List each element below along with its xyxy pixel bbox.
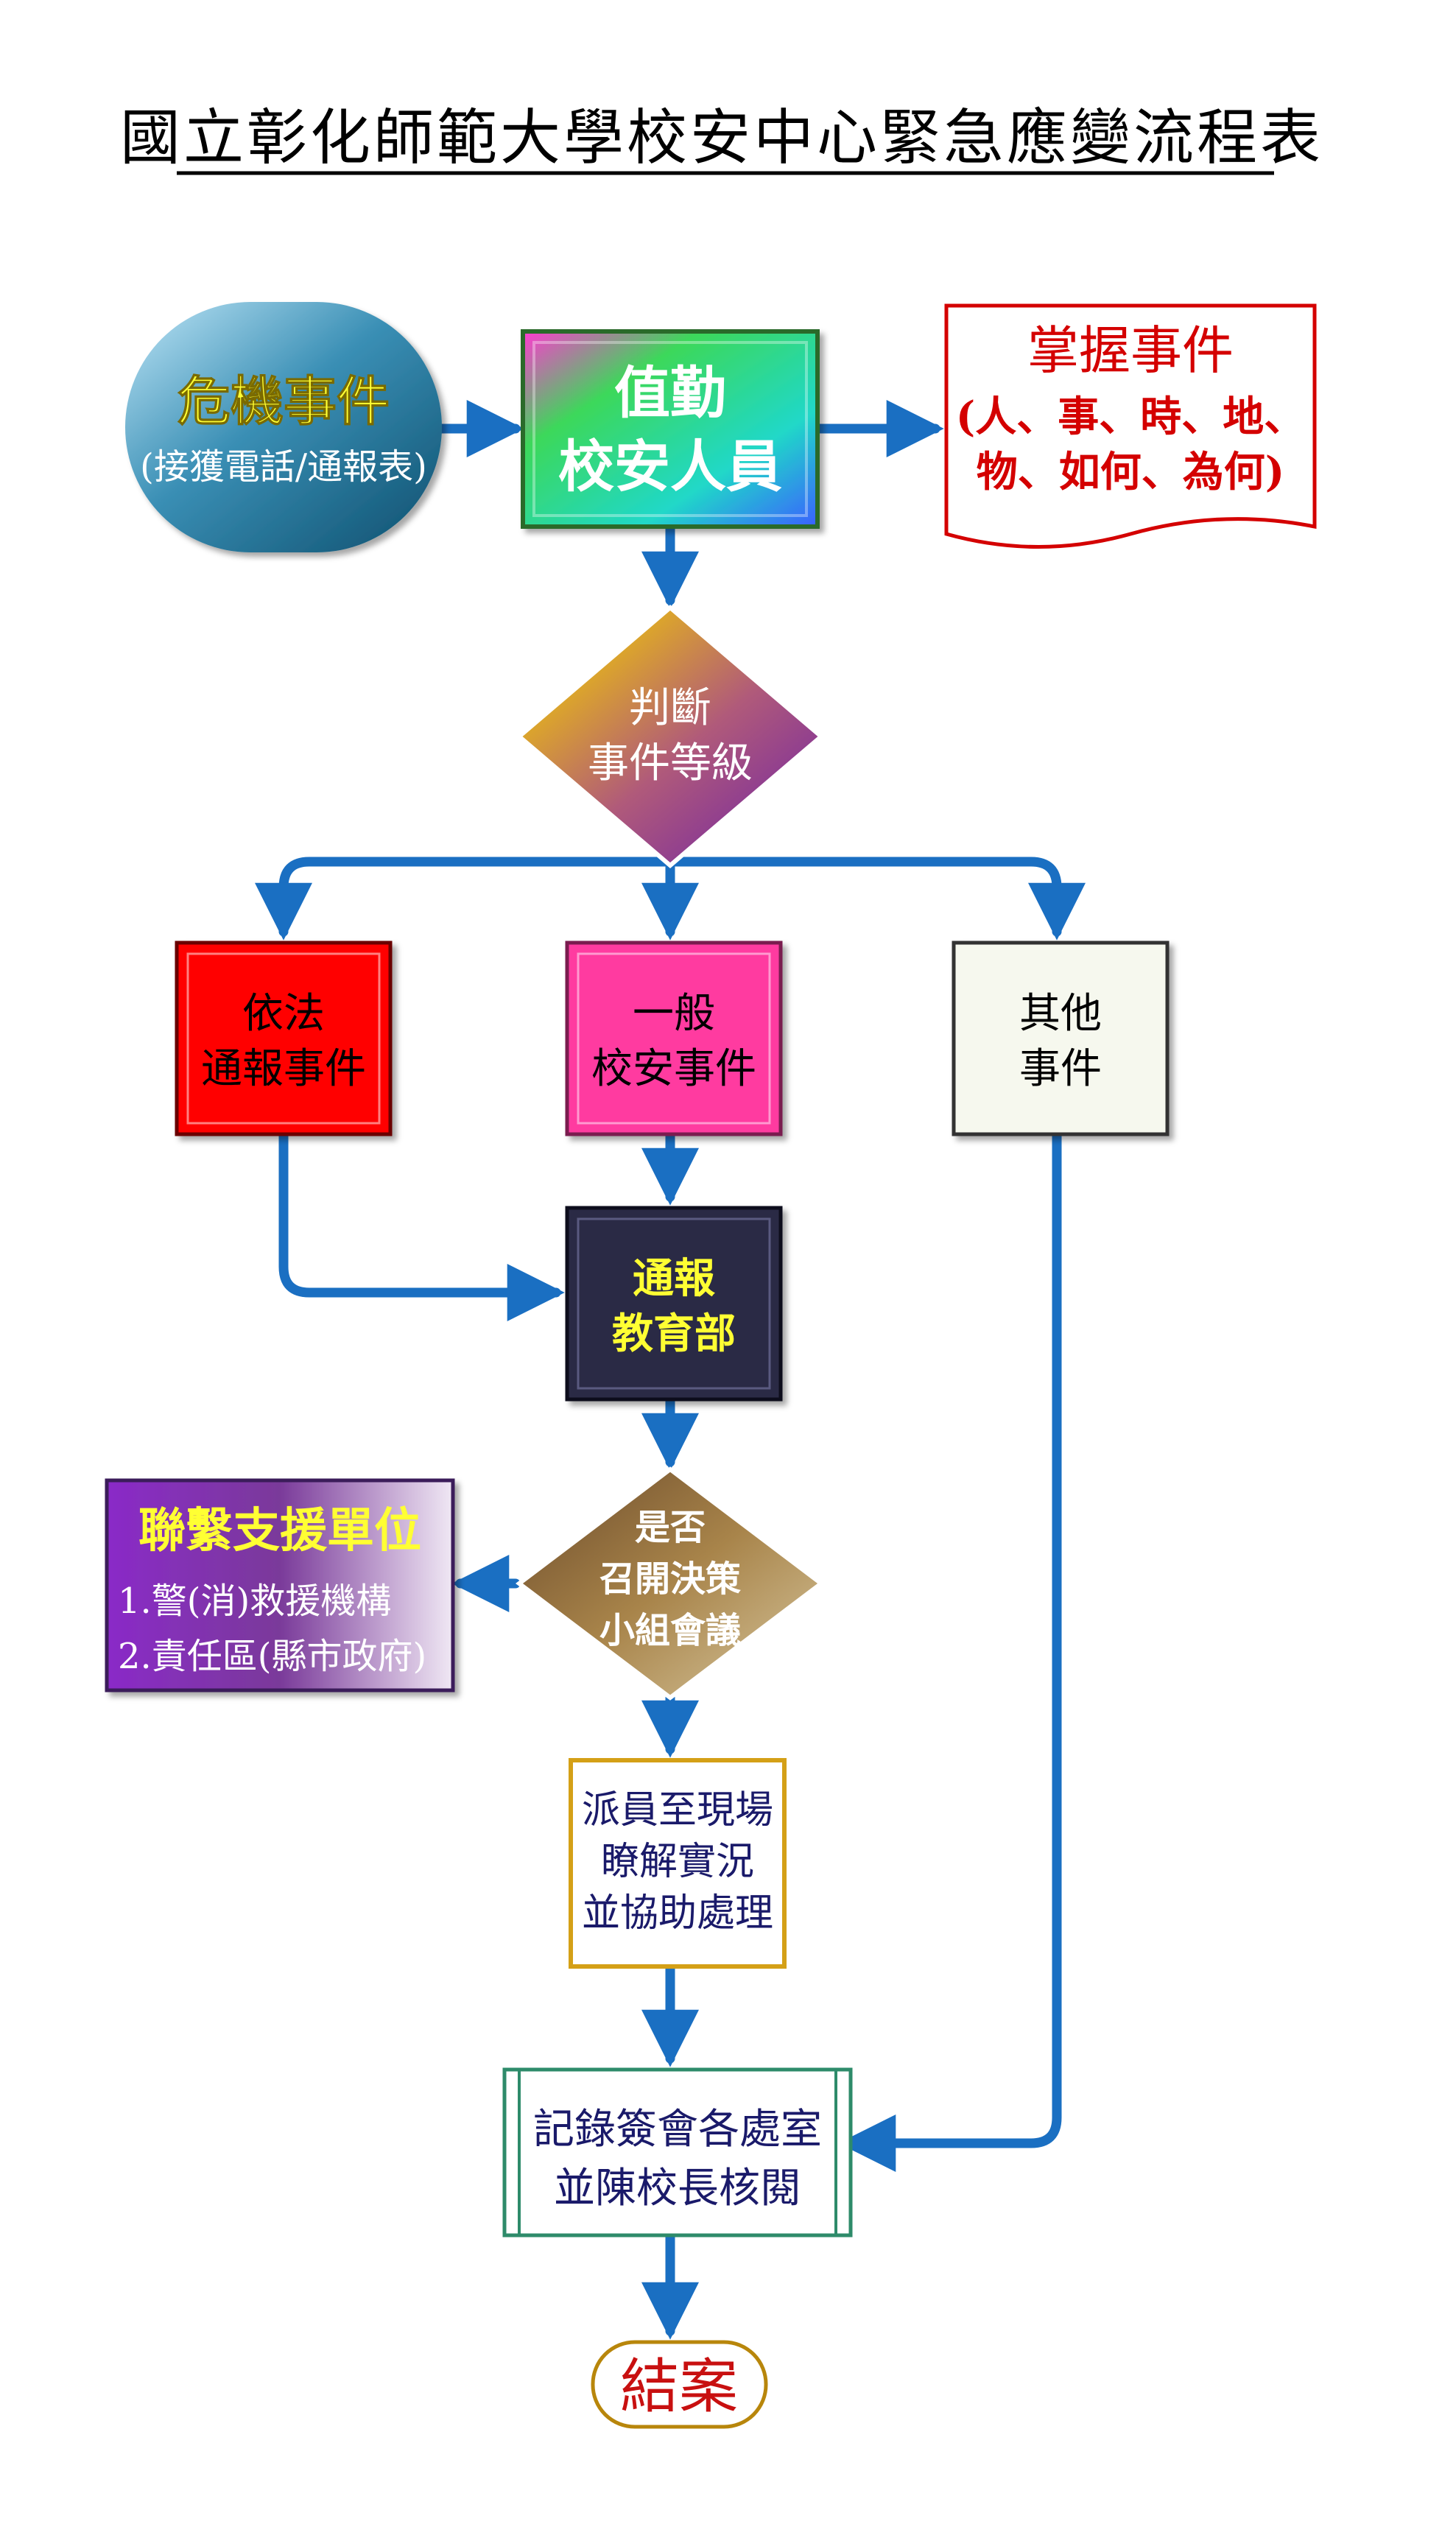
node-support-units: 聯繫支援單位 1.警(消)救援機構 2.責任區(縣市政府) <box>105 1478 455 1692</box>
general-line2: 校安事件 <box>591 1045 756 1093</box>
grasp-title: 掌握事件 <box>1027 320 1234 381</box>
arrow-judge-to-legal <box>255 820 675 941</box>
arrow-other-to-record <box>838 1129 1062 2172</box>
node-other-event: 其他 事件 <box>952 941 1170 1136</box>
arrow-judge-to-other <box>665 857 1086 941</box>
decide-line1: 是否 <box>635 1507 706 1548</box>
node-legal-report: 依法 通報事件 <box>175 941 393 1136</box>
node-duty-officer: 值勤 校安人員 <box>521 329 820 529</box>
node-close-case: 結案 <box>591 2340 768 2429</box>
notify-line1: 通報 <box>633 1255 715 1303</box>
support-item2: 2.責任區(縣市政府) <box>118 1636 426 1677</box>
node-crisis-event: 危機事件 (接獲電話/通報表) <box>125 302 442 552</box>
crisis-sub: (接獲電話/通報表) <box>140 446 427 488</box>
node-notify-moe: 通報 教育部 <box>565 1206 783 1402</box>
dispatch-line2: 瞭解實況 <box>601 1840 754 1884</box>
node-judge-level: 判斷 事件等級 <box>516 605 825 868</box>
record-line2: 並陳校長核閱 <box>554 2165 801 2212</box>
dispatch-line3: 並協助處理 <box>582 1891 773 1936</box>
duty-line1: 值勤 <box>614 360 726 426</box>
decide-line3: 小組會議 <box>599 1610 741 1651</box>
node-decision-meeting: 是否 召開決策 小組會議 <box>516 1466 825 1701</box>
other-line1: 其他 <box>1019 990 1102 1038</box>
general-line1: 一般 <box>633 990 715 1038</box>
node-general-event: 一般 校安事件 <box>565 941 783 1136</box>
grasp-line1: (人、事、時、地、 <box>956 393 1306 441</box>
crisis-label: 危機事件 <box>177 370 390 432</box>
other-line2: 事件 <box>1019 1045 1102 1093</box>
support-item1: 1.警(消)救援機構 <box>118 1581 391 1622</box>
node-grasp-event: 掌握事件 (人、事、時、地、 物、如何、為何) <box>944 303 1317 549</box>
arrow-legal-to-notify <box>278 1129 565 1321</box>
notify-line2: 教育部 <box>612 1310 736 1358</box>
node-dispatch: 派員至現場 瞭解實況 並協助處理 <box>569 1758 787 1969</box>
grasp-line2: 物、如何、為何) <box>977 448 1285 496</box>
legal-line1: 依法 <box>242 990 325 1038</box>
node-record: 記錄簽會各處室 並陳校長核閱 <box>502 2067 853 2237</box>
dispatch-line1: 派員至現場 <box>582 1788 773 1832</box>
duty-line2: 校安人員 <box>558 434 782 499</box>
support-title: 聯繫支援單位 <box>138 1504 421 1558</box>
judge-line1: 判斷 <box>629 684 711 732</box>
judge-line2: 事件等級 <box>588 739 753 787</box>
page-title: 國立彰化師範大學校安中心緊急應變流程表 <box>120 103 1323 173</box>
legal-line2: 通報事件 <box>201 1045 366 1093</box>
close-label: 結案 <box>620 2352 738 2421</box>
decide-line2: 召開決策 <box>599 1558 741 1600</box>
record-line1: 記錄簽會各處室 <box>533 2106 822 2154</box>
